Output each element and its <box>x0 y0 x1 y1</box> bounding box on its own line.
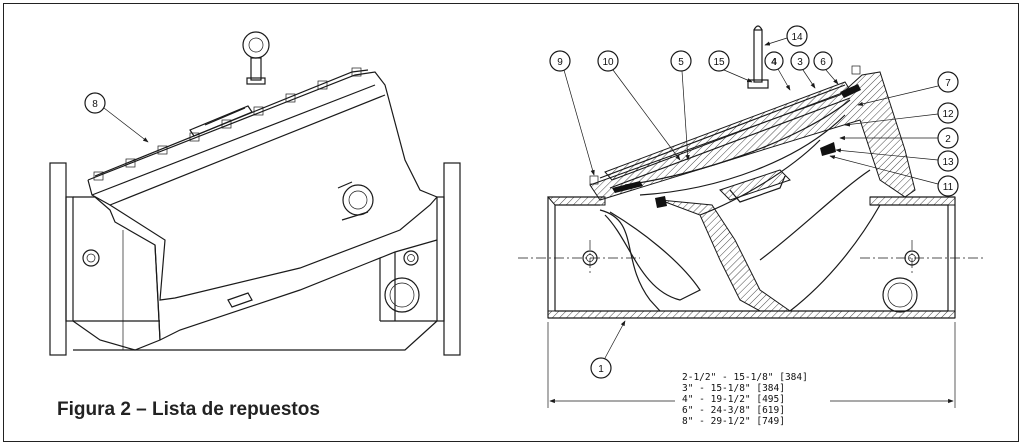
callout-13: 13 <box>835 148 959 172</box>
callout-14: 14 <box>764 25 808 47</box>
callout-12: 12 <box>844 102 959 127</box>
callout-8: 8 <box>84 92 149 143</box>
callout-10: 10 <box>597 50 681 161</box>
callout-6: 6 <box>813 51 839 85</box>
callout-15-label: 15 <box>713 57 725 68</box>
callout-14-label: 14 <box>791 32 803 43</box>
callout-11: 11 <box>829 155 959 197</box>
dimension-line-5: 8" - 29-1/2" [749] <box>682 416 785 427</box>
callout-6-label: 6 <box>820 57 826 68</box>
callout-10-label: 10 <box>602 57 614 68</box>
callout-5-label: 5 <box>678 57 684 68</box>
callout-2-label: 2 <box>945 134 951 145</box>
callout-9-label: 9 <box>557 57 563 68</box>
callout-11-label: 11 <box>943 182 954 193</box>
dimension-line-3: 4" - 19-1/2" [495] <box>682 394 785 405</box>
callout-8-label: 8 <box>92 99 98 110</box>
callout-3-label: 3 <box>797 57 803 68</box>
dimension-line-2: 3" - 15-1/8" [384] <box>682 383 785 394</box>
dimension-line-1: 2-1/2" - 15-1/8" [384] <box>682 372 808 383</box>
callout-9: 9 <box>549 50 595 176</box>
callout-4-label: 4 <box>771 57 777 68</box>
callout-15: 15 <box>708 50 753 83</box>
callout-4: 4 <box>764 51 791 91</box>
callout-2: 2 <box>839 127 959 149</box>
callout-12-label: 12 <box>942 109 954 120</box>
callout-1-label: 1 <box>598 364 604 375</box>
exterior-view <box>49 31 461 356</box>
overall-length-dimension: 2-1/2" - 15-1/8" [384] 3" - 15-1/8" [384… <box>547 322 956 427</box>
figure-caption: Figura 2 – Lista de repuestos <box>57 399 320 420</box>
callout-5: 5 <box>670 50 692 161</box>
callout-13-label: 13 <box>942 157 954 168</box>
callout-3: 3 <box>790 51 816 89</box>
section-view <box>518 25 985 319</box>
callout-1: 1 <box>590 320 626 379</box>
dimension-line-4: 6" - 24-3/8" [619] <box>682 405 785 416</box>
callout-7-label: 7 <box>945 78 951 89</box>
callout-7: 7 <box>857 71 959 106</box>
figure-frame <box>3 3 1019 442</box>
